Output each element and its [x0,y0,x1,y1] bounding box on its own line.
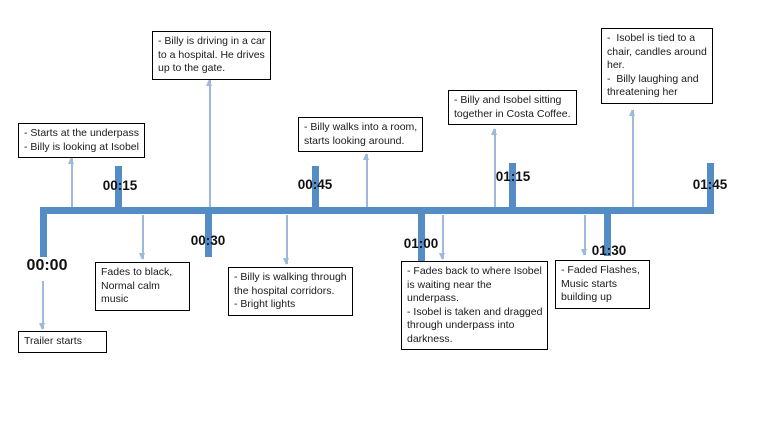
note-costa-coffee: - Billy and Isobel sitting together in C… [448,90,577,125]
connector-arrow-down-faded-flashes [581,215,587,256]
arrowhead-down-icon [581,249,587,256]
arrowhead-down-icon [283,258,289,265]
note-isobel-tied: - Isobel is tied to a chair, candles aro… [601,28,713,104]
tick-00-00 [40,214,47,257]
tick-label-00-15: 00:15 [102,178,138,193]
connector-arrow-down-trailer-starts [39,281,45,330]
tick-label-00-00: 00:00 [26,257,68,274]
note-fades-back-underpass: - Fades back to where Isobel is waiting … [401,261,549,350]
connector-arrow-up-isobel-tied [629,109,635,207]
arrowhead-up-icon [206,79,212,86]
tick-00-45 [312,166,319,207]
tick-01-45 [707,163,714,207]
tick-label-01-45: 01:45 [692,177,728,192]
tick-label-01-15: 01:15 [495,169,531,184]
tick-label-01-30: 01:30 [591,243,627,258]
connector-arrow-up-driving-to-hospital [206,79,212,207]
tick-01-15 [509,163,516,207]
tick-label-00-45: 00:45 [297,177,333,192]
connector-arrow-up-starts-underpass [68,157,74,207]
connector-arrow-up-walks-into-room [363,153,369,207]
timeline-bar [40,207,714,214]
arrowhead-up-icon [363,153,369,160]
tick-label-00-30: 00:30 [190,233,226,248]
arrowhead-up-icon [68,157,74,164]
arrowhead-down-icon [39,323,45,330]
connector-arrow-down-fades-back-underpass [439,215,445,260]
tick-00-30 [205,214,212,257]
note-trailer-starts: Trailer starts [18,331,107,353]
note-faded-flashes: - Faded Flashes, Music starts building u… [555,260,650,309]
connector-arrow-up-costa-coffee [491,128,497,207]
note-hospital-corridors: - Billy is walking through the hospital … [228,267,353,316]
note-fades-to-black: Fades to black, Normal calm music [95,262,190,311]
tick-01-00 [418,214,425,261]
arrowhead-down-icon [139,253,145,260]
note-driving-to-hospital: - Billy is driving in a car to a hospita… [152,31,272,80]
arrowhead-up-icon [629,109,635,116]
tick-label-01-00: 01:00 [403,236,439,251]
connector-arrow-down-hospital-corridors [283,215,289,265]
connector-arrow-down-fades-to-black [139,215,145,260]
tick-01-30 [604,214,611,256]
tick-00-15 [115,166,122,207]
note-walks-into-room: - Billy walks into a room, starts lookin… [298,117,424,152]
arrowhead-down-icon [439,253,445,260]
arrowhead-up-icon [491,128,497,135]
note-starts-underpass: - Starts at the underpass - Billy is loo… [18,123,145,158]
